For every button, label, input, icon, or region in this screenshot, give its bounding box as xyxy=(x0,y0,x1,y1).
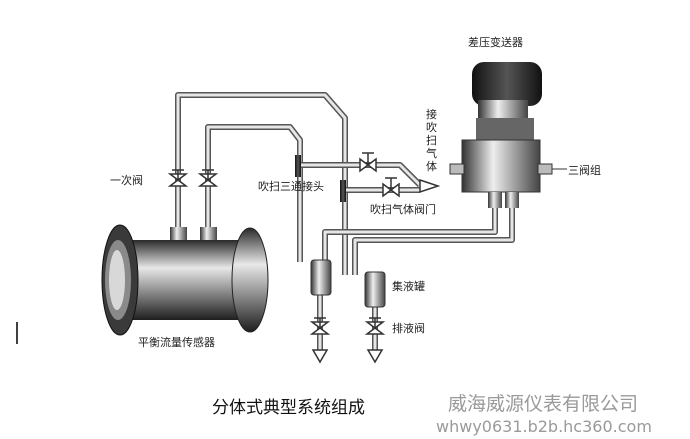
svg-text:吹: 吹 xyxy=(426,121,437,134)
svg-text:气: 气 xyxy=(426,146,437,160)
watermark-company: 威海威源仪表有限公司 xyxy=(448,393,638,415)
drain-valve-left[interactable] xyxy=(309,317,331,364)
label-primary-valve: 一次阀 xyxy=(110,173,143,187)
caption: 分体式典型系统组成 xyxy=(212,398,365,418)
svg-text:体: 体 xyxy=(426,159,437,173)
primary-valve-left[interactable] xyxy=(167,169,189,187)
svg-text:接: 接 xyxy=(426,108,437,121)
label-drain-valve: 排液阀 xyxy=(392,321,425,335)
purge-valve-lower[interactable] xyxy=(382,177,400,198)
svg-text:扫: 扫 xyxy=(426,134,437,147)
balance-flow-sensor xyxy=(101,224,269,336)
label-transmitter: 差压变送器 xyxy=(468,35,523,49)
three-valve-manifold xyxy=(449,139,567,208)
label-condensate-pot: 集液罐 xyxy=(392,279,425,293)
purge-gas-inlet-arrow xyxy=(419,178,441,194)
purge-tee-upper xyxy=(295,155,301,177)
condensate-pot-right xyxy=(364,271,386,308)
label-three-valve-manifold: 三阀组 xyxy=(568,163,601,177)
purge-valve-upper[interactable] xyxy=(359,152,377,173)
label-purge-tee: 吹扫三通接头 xyxy=(258,180,324,193)
label-purge-gas-inlet: 接 吹 扫 气 体 xyxy=(426,108,437,173)
condensate-pot-left xyxy=(310,259,332,296)
watermark-url: whwy0631.b2b.hc360.com xyxy=(436,417,652,436)
label-flow-sensor: 平衡流量传感器 xyxy=(138,335,215,349)
drain-valve-right[interactable] xyxy=(364,317,386,364)
differential-pressure-transmitter xyxy=(472,62,542,140)
label-purge-gas-valve: 吹扫气体阀门 xyxy=(370,202,436,216)
purge-tee-lower xyxy=(340,180,346,202)
primary-valve-right[interactable] xyxy=(197,169,219,187)
